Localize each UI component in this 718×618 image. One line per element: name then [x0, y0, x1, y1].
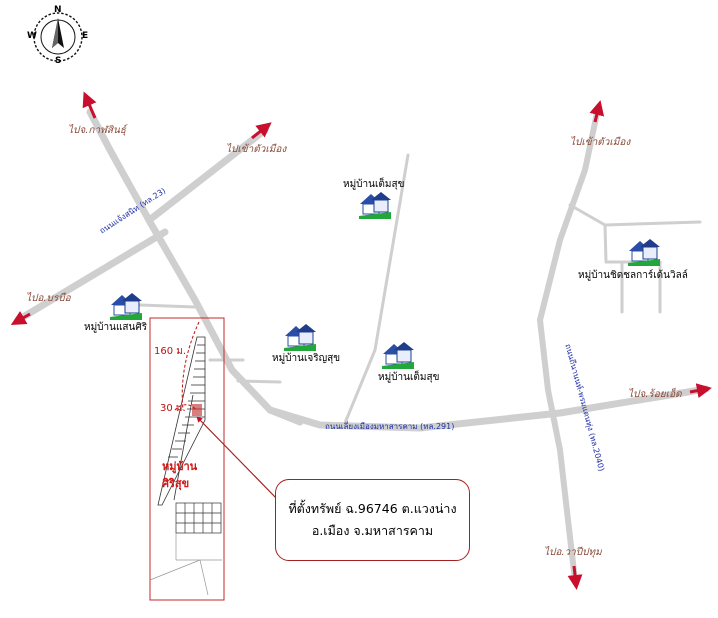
village-saensiri: หมู่บ้านแสนศิริ: [84, 322, 148, 333]
village-doem-suk-south: หมู่บ้านเต็มสุข: [378, 372, 440, 383]
house-icon: [284, 324, 316, 351]
arrow-borabue: [10, 311, 31, 325]
house-icon: [359, 192, 391, 219]
road-to-borabue: [14, 228, 169, 324]
direction-city-north: ไปเข้าตัวเมือง: [226, 144, 287, 155]
dim-160-line: [181, 321, 200, 411]
direction-roiet: ไปจ.ร้อยเอ็ด: [628, 389, 682, 400]
target-plot: [192, 404, 202, 416]
direction-kalasin: ไปจ.กาฬสินธุ์: [68, 125, 126, 136]
house-icon: [628, 239, 660, 266]
property-callout: ที่ตั้งทรัพย์ ฉ.96746 ต.แวงน่าง อ.เมือง …: [275, 479, 470, 561]
direction-borabue: ไปอ.บรบือ: [26, 293, 71, 304]
compass-s: S: [55, 56, 62, 66]
dim-30-line: [174, 404, 197, 411]
house-icon: [382, 342, 414, 369]
road-2040: [537, 110, 600, 583]
arrow-city-north: [251, 122, 272, 140]
direction-wapi: ไปอ.วาปีปทุม: [544, 547, 602, 558]
lot-blocks: [175, 502, 222, 534]
arrow-wapi: [567, 565, 583, 590]
compass-w: W: [27, 31, 37, 41]
callout-line-2: อ.เมือง จ.มหาสารคาม: [311, 523, 434, 538]
house-icon: [110, 293, 142, 320]
callout-pointer: [196, 416, 279, 501]
village-si-suk: หมู่บ้าน ศิริสุข: [162, 460, 198, 490]
road-to-city-north: [148, 126, 269, 222]
arrow-kalasin: [82, 91, 97, 119]
compass-n: N: [54, 5, 62, 15]
village-chitchon: หมู่บ้านชิดชลการ์เด้นวิลล์: [578, 270, 688, 281]
subdivision-plots: [157, 336, 206, 506]
compass-rose-icon: N E S W: [24, 5, 92, 67]
road-291: [266, 385, 710, 432]
direction-city-northeast: ไปเข้าตัวเมือง: [570, 137, 631, 148]
arrow-city-northeast: [589, 100, 605, 123]
callout-line-1: ที่ตั้งทรัพย์ ฉ.96746 ต.แวงน่าง: [288, 501, 457, 516]
village-charoen-suk: หมู่บ้านเจริญสุข: [272, 353, 341, 364]
village-doem-suk-north: หมู่บ้านเต็มสุข: [343, 179, 405, 190]
dim-160-label: 160 ม.: [154, 346, 187, 357]
site-boundary: [149, 317, 225, 601]
dim-30-label: 30 ม.: [160, 403, 186, 414]
arrow-roiet: [689, 383, 712, 399]
road-291-label: ถนนเลี่ยงเมืองมหาสารคาม (ทล.291): [325, 422, 455, 431]
compass-e: E: [82, 31, 89, 41]
